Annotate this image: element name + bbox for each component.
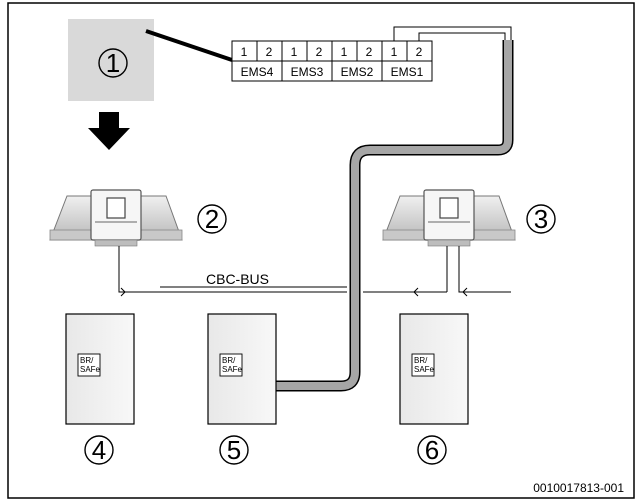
- pin-label: 2: [316, 45, 323, 59]
- module-tag-line2: SAFe: [222, 365, 243, 374]
- module-tag-line1: BR/: [222, 356, 236, 365]
- controller-right: [382, 189, 516, 247]
- callout-5-label: 5: [227, 435, 241, 465]
- controller-left: [49, 189, 183, 247]
- callout-4: [84, 435, 114, 465]
- ems-cable: [276, 40, 514, 392]
- highlight-box: [68, 19, 154, 101]
- down-arrow-icon: [88, 112, 130, 150]
- cbc-bus-lines: [118, 246, 511, 297]
- cbc-bus-label: CBC-BUS: [206, 271, 269, 287]
- callout-4-label: 4: [92, 435, 106, 465]
- leader-line: [145, 29, 233, 62]
- pin-label: 1: [391, 45, 398, 59]
- pin-label: 2: [416, 45, 423, 59]
- ems1-wire-1: [393, 26, 512, 41]
- module-tag-line2: SAFe: [414, 365, 435, 374]
- boiler-right: BR/ SAFe: [399, 313, 469, 425]
- pin-label: 1: [341, 45, 348, 59]
- port-label-ems3: EMS3: [291, 65, 324, 79]
- callout-6-label: 6: [425, 435, 439, 465]
- port-label-ems4: EMS4: [241, 65, 274, 79]
- pin-label: 1: [291, 45, 298, 59]
- pin-label: 2: [266, 45, 273, 59]
- callout-5: [219, 435, 249, 465]
- boiler-middle: BR/ SAFe: [207, 313, 277, 425]
- port-label-ems2: EMS2: [341, 65, 374, 79]
- ems1-wire-2: [418, 32, 506, 41]
- callout-6: [417, 435, 447, 465]
- callout-2-label: 2: [205, 204, 219, 234]
- callout-3: [526, 204, 556, 234]
- terminal-strip: 1 2 1 2 1 2 1 2 EMS4 EMS3 EMS2 EMS1: [231, 40, 433, 82]
- module-tag-line2: SAFe: [80, 365, 101, 374]
- callout-1: [98, 48, 128, 78]
- callout-2: [197, 204, 227, 234]
- module-tag-line1: BR/: [414, 356, 428, 365]
- callout-3-label: 3: [534, 204, 548, 234]
- module-tag-line1: BR/: [80, 356, 94, 365]
- pin-label: 2: [366, 45, 373, 59]
- pin-label: 1: [241, 45, 248, 59]
- figure-id: 0010017813-001: [533, 481, 624, 495]
- callout-1-label: 1: [106, 48, 120, 78]
- boiler-left: BR/ SAFe: [65, 313, 135, 425]
- port-label-ems1: EMS1: [391, 65, 424, 79]
